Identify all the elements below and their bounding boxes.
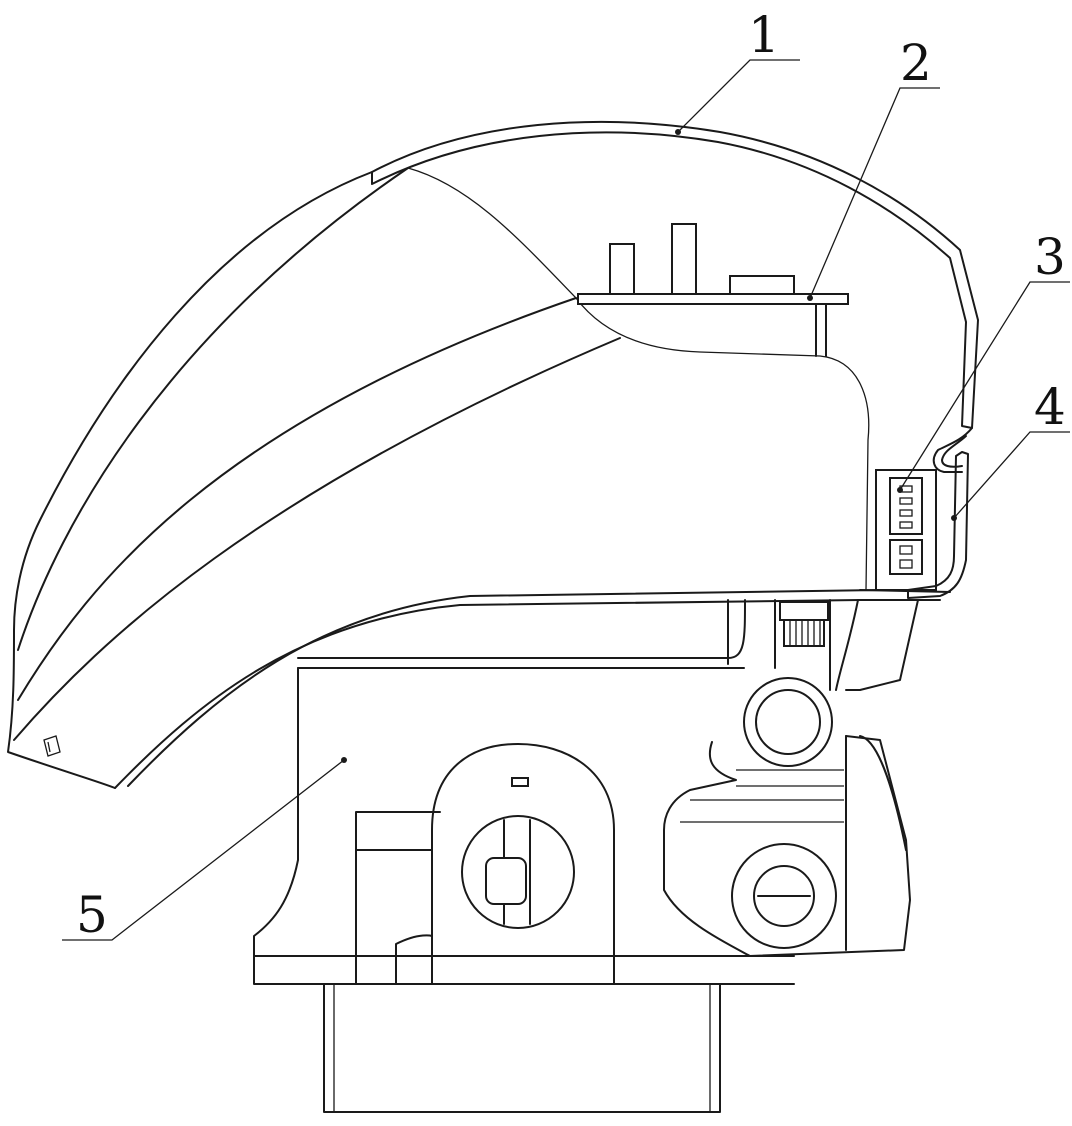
circuit-board [577, 223, 849, 357]
connector-module [875, 469, 937, 591]
callout-label-5: 5 [76, 886, 108, 944]
head-housing [7, 167, 881, 789]
top-cover-shell [371, 120, 979, 429]
callout-label-3: 3 [1034, 228, 1066, 286]
callout-label-2: 2 [900, 34, 932, 92]
callout-label-4: 4 [1034, 378, 1066, 436]
callout-label-1: 1 [748, 6, 780, 64]
callout-leaders [62, 59, 1070, 941]
lower-body [253, 599, 919, 1113]
side-cover [907, 427, 973, 599]
